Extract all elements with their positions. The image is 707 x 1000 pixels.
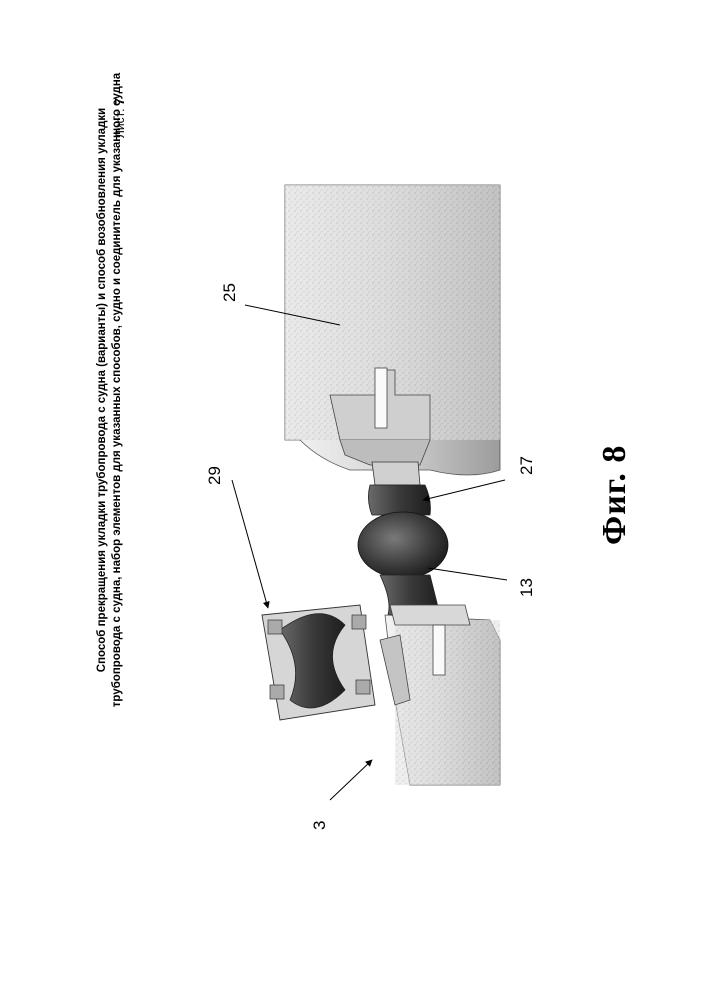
ref-label-3: 3 xyxy=(310,821,329,830)
upper-pipe-section xyxy=(285,185,500,475)
figure-caption: Фиг. 8 xyxy=(596,445,634,545)
lower-pipe-section xyxy=(380,605,500,785)
leader-line-3 xyxy=(330,760,372,800)
ref-label-25: 25 xyxy=(220,283,239,302)
ref-label-29: 29 xyxy=(205,466,224,485)
leader-line-13 xyxy=(428,568,507,580)
half-shell-29 xyxy=(262,605,375,720)
ref-label-27: 27 xyxy=(517,456,536,475)
leader-line-29 xyxy=(232,480,268,608)
leader-line-27 xyxy=(423,480,505,500)
ref-label-13: 13 xyxy=(517,578,536,597)
